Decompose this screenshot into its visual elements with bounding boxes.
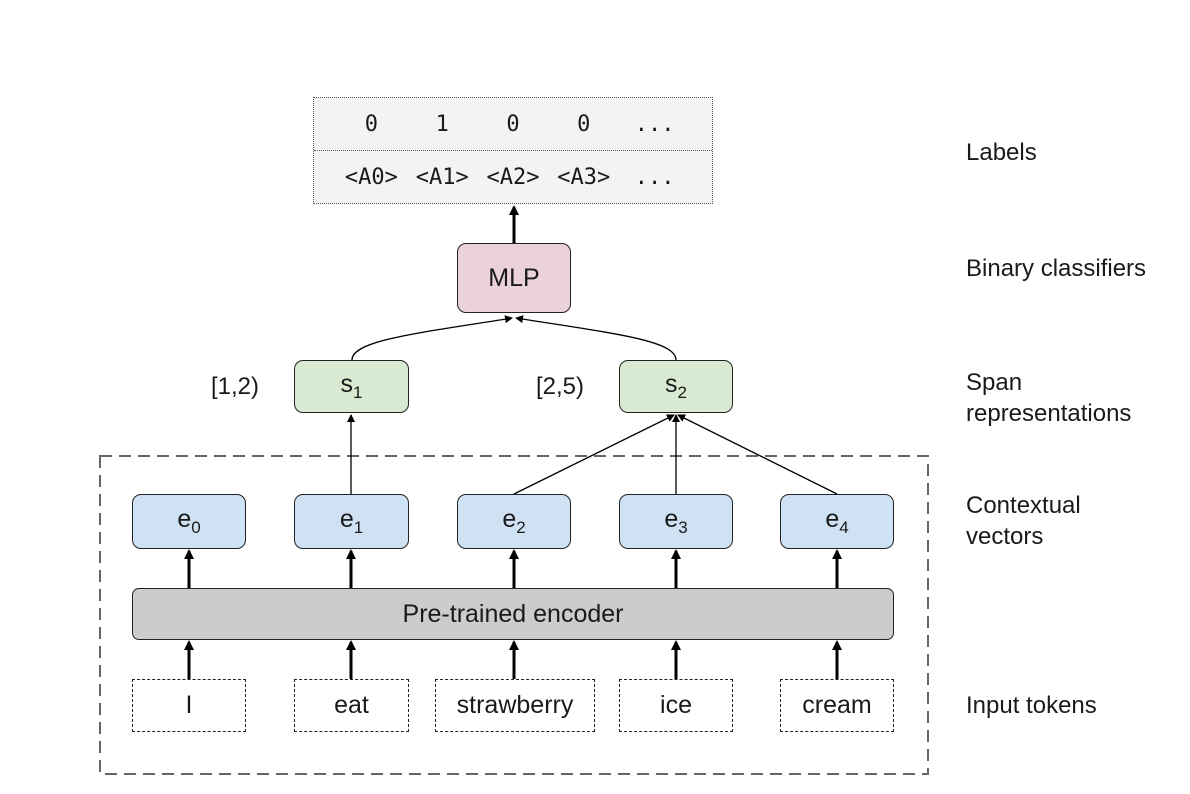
row-label-labels: Labels — [966, 139, 1037, 166]
span-arrow-e2-s2 — [513, 414, 675, 495]
label-value-3: 0 — [577, 111, 591, 137]
span-box-2: s2 — [619, 360, 733, 413]
vector-box-2: e2 — [457, 494, 571, 549]
span-label-2: s2 — [665, 370, 687, 402]
labels-names-row: <A0> <A1> <A2> <A3> ... — [314, 150, 712, 203]
span-range-1: [1,2) — [211, 373, 260, 400]
label-name-2: <A2> — [486, 164, 540, 190]
vector-label-2: e2 — [502, 505, 526, 537]
label-name-0: <A0> — [344, 164, 398, 190]
mlp-arrow-s1 — [351, 315, 513, 361]
vector-box-0: e0 — [132, 494, 246, 549]
span-range-2: [2,5) — [536, 373, 585, 400]
span-label-1: s1 — [340, 370, 363, 402]
span-box-1: s1 — [294, 360, 409, 413]
token-box-4: cream — [780, 679, 894, 732]
span-arrow-e4-s2 — [677, 414, 838, 495]
label-value-1: 1 — [435, 111, 449, 137]
labels-values-row: 0 1 0 0 ... — [314, 98, 712, 150]
token-box-2: strawberry — [435, 679, 595, 732]
label-value-0: 0 — [364, 111, 379, 137]
encoder-box: Pre-trained encoder — [132, 588, 894, 640]
row-label-contextual-vectors: Contextual vectors — [966, 492, 1081, 550]
vector-label-3: e3 — [664, 505, 688, 537]
mlp-arrow-s2 — [515, 315, 677, 361]
token-box-3: ice — [619, 679, 733, 732]
row-label-input-tokens: Input tokens — [966, 692, 1097, 719]
label-name-4: ... — [634, 164, 675, 190]
labels-table: 0 1 0 0 ... <A0> <A1> <A2> <A3> ... — [313, 97, 713, 204]
vector-label-4: e4 — [825, 505, 849, 537]
mlp-label: MLP — [488, 263, 540, 292]
token-label-2: strawberry — [456, 691, 574, 719]
mlp-box: MLP — [457, 243, 571, 313]
token-label-1: eat — [334, 691, 369, 719]
token-box-1: eat — [294, 679, 409, 732]
token-label-3: ice — [660, 691, 692, 719]
row-label-span-representations: Span representations — [966, 369, 1132, 427]
label-name-1: <A1> — [415, 164, 469, 190]
token-label-4: cream — [802, 691, 872, 719]
token-label-0: I — [185, 691, 193, 719]
row-label-binary-classifiers: Binary classifiers — [966, 255, 1147, 282]
vector-label-0: e0 — [177, 505, 201, 537]
label-value-4: ... — [634, 111, 675, 137]
vector-label-1: e1 — [339, 505, 364, 537]
encoder-label: Pre-trained encoder — [402, 599, 624, 628]
label-value-2: 0 — [506, 111, 520, 137]
vector-box-3: e3 — [619, 494, 733, 549]
encoder-region-border — [99, 455, 929, 775]
token-box-0: I — [132, 679, 246, 732]
label-name-3: <A3> — [557, 164, 611, 190]
vector-box-1: e1 — [294, 494, 409, 549]
vector-box-4: e4 — [780, 494, 894, 549]
